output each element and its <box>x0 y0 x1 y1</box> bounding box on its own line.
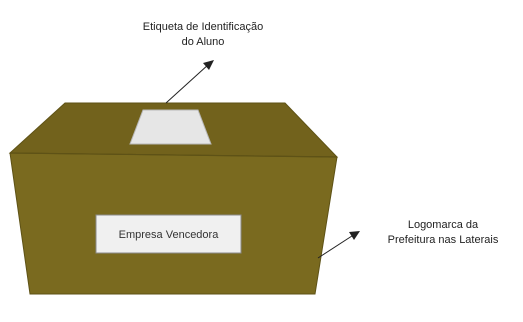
winning-company-label <box>95 214 242 254</box>
winning-company-label-text: Empresa Vencedora <box>119 229 220 241</box>
logo-callout-arrowhead <box>349 231 360 240</box>
student-id-tag <box>129 109 212 145</box>
tag-callout-arrow-line <box>165 63 210 104</box>
tag-callout-line1: Etiqueta de Identificação <box>143 21 263 33</box>
logo-callout-line1: Logomarca da <box>408 219 479 231</box>
tag-callout-arrowhead <box>203 60 214 70</box>
box-front-top-edge <box>9 152 338 158</box>
logo-callout-line2: Prefeitura nas Laterais <box>388 234 499 246</box>
tag-callout-line2: do Aluno <box>182 36 225 48</box>
logo-callout-arrow-line <box>317 233 356 259</box>
